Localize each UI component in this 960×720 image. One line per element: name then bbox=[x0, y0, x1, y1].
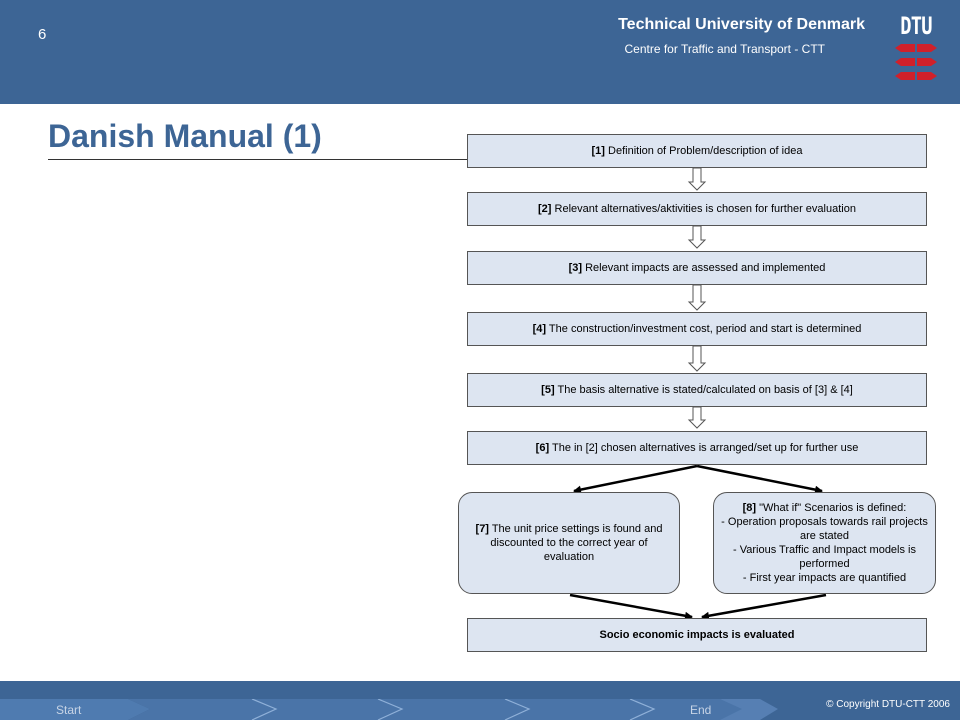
step-3-text: Relevant impacts are assessed and implem… bbox=[582, 262, 826, 274]
title-underline bbox=[48, 159, 468, 160]
arrow-7-final bbox=[569, 593, 693, 620]
step-8-box: [8] "What if" Scenarios is defined: - Op… bbox=[713, 492, 936, 594]
final-step-text: Socio economic impacts is evaluated bbox=[599, 629, 795, 641]
step-4-number: [4] bbox=[532, 323, 547, 335]
step-1-number: [1] bbox=[591, 145, 605, 157]
step-6-box: [6] The in [2] chosen alternatives is ar… bbox=[467, 431, 927, 465]
step-6-number: [6] bbox=[535, 442, 550, 454]
copyright-text: © Copyright DTU-CTT 2006 bbox=[826, 699, 950, 710]
step-1-box: [1] Definition of Problem/description of… bbox=[467, 134, 927, 168]
step-1-text: Definition of Problem/description of ide… bbox=[604, 145, 803, 157]
step-3-box: [3] Relevant impacts are assessed and im… bbox=[467, 251, 927, 285]
step-8-line-3: - First year impacts are quantified bbox=[742, 572, 907, 584]
nav-end-link[interactable]: End bbox=[690, 703, 712, 717]
step-7-number: [7] bbox=[475, 523, 489, 535]
page-title: Danish Manual (1) bbox=[48, 118, 322, 154]
step-8-line-1: - Operation proposals towards rail proje… bbox=[721, 516, 928, 542]
navigation-strip bbox=[0, 699, 780, 720]
nav-start-link[interactable]: Start bbox=[56, 703, 82, 717]
nav-chevron-1-icon bbox=[251, 699, 278, 720]
university-name: Technical University of Denmark bbox=[618, 16, 865, 33]
step-5-box: [5] The basis alternative is stated/calc… bbox=[467, 373, 927, 407]
dtu-logo: DTU bbox=[893, 12, 939, 82]
step-5-text: The basis alternative is stated/calculat… bbox=[554, 384, 853, 396]
block-arrow-3-4 bbox=[687, 284, 707, 311]
block-arrow-5-6 bbox=[687, 406, 707, 429]
block-arrow-1-2 bbox=[687, 167, 707, 191]
block-arrow-2-3 bbox=[687, 225, 707, 249]
arrow-6-8 bbox=[696, 464, 823, 494]
arrow-6-7 bbox=[573, 464, 698, 494]
step-8-line-2: - Various Traffic and Impact models is p… bbox=[733, 544, 916, 570]
final-step-box: Socio economic impacts is evaluated bbox=[467, 618, 927, 652]
step-2-box: [2] Relevant alternatives/aktivities is … bbox=[467, 192, 927, 226]
dtu-logo-text: DTU bbox=[900, 12, 932, 40]
nav-chevron-2-icon bbox=[377, 699, 404, 720]
step-8-number: [8] bbox=[742, 502, 757, 514]
nav-chevron-4-icon bbox=[629, 699, 656, 720]
nav-chevron-3-icon bbox=[504, 699, 531, 720]
block-arrow-4-5 bbox=[687, 345, 707, 372]
dtu-logo-mark bbox=[895, 44, 937, 80]
step-7-box: [7] The unit price settings is found and… bbox=[458, 492, 680, 594]
step-6-text: The in [2] chosen alternatives is arrang… bbox=[549, 442, 859, 454]
step-2-number: [2] bbox=[538, 203, 552, 215]
slide-number: 6 bbox=[38, 26, 47, 43]
centre-name: Centre for Traffic and Transport - CTT bbox=[624, 42, 825, 56]
step-2-text: Relevant alternatives/aktivities is chos… bbox=[551, 203, 856, 215]
step-4-text: The construction/investment cost, period… bbox=[546, 323, 862, 335]
step-4-box: [4] The construction/investment cost, pe… bbox=[467, 312, 927, 346]
step-5-number: [5] bbox=[541, 384, 555, 396]
step-3-number: [3] bbox=[568, 262, 583, 274]
navigation-chevrons bbox=[0, 699, 778, 720]
step-7-text: The unit price settings is found and dis… bbox=[488, 523, 663, 563]
header-bar: 6 Technical University of Denmark Centre… bbox=[0, 0, 960, 104]
step-8-heading: "What if" Scenarios is defined: bbox=[756, 502, 907, 514]
arrow-8-final bbox=[701, 593, 827, 620]
